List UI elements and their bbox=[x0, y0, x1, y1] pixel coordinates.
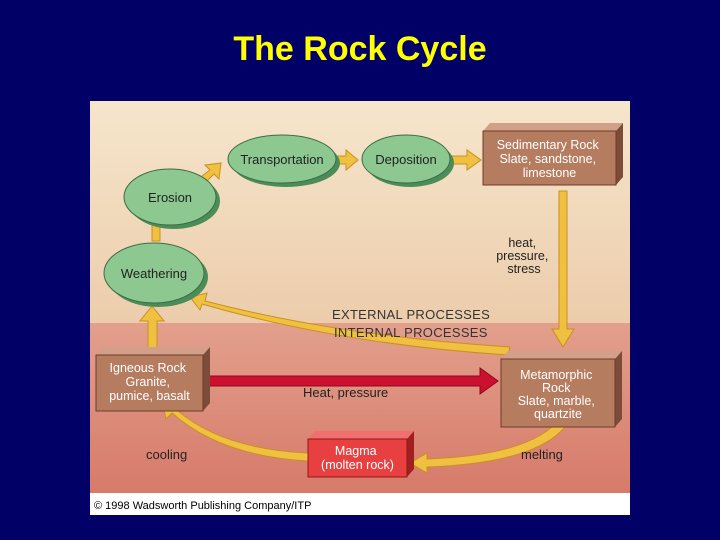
node-weathering: Weathering bbox=[103, 242, 208, 307]
svg-text:Magma (molten rock): Magma (molten rock) bbox=[321, 444, 394, 472]
label-melting: melting bbox=[521, 447, 563, 462]
igneous-title: Igneous Rock bbox=[110, 361, 187, 375]
metamorphic-line2: Rock bbox=[542, 381, 571, 395]
sedimentary-line3: limestone bbox=[523, 166, 577, 180]
rock-cycle-diagram: Transportation Deposition Erosion Weathe… bbox=[90, 101, 630, 515]
node-transportation-label: Transportation bbox=[240, 152, 323, 167]
node-transportation: Transportation bbox=[227, 134, 340, 187]
node-deposition: Deposition bbox=[361, 134, 454, 187]
node-igneous: Igneous Rock Granite, pumice, basalt bbox=[95, 347, 210, 412]
magma-line2: (molten rock) bbox=[321, 458, 394, 472]
igneous-line3: pumice, basalt bbox=[109, 389, 190, 403]
label-heat-pressure: Heat, pressure bbox=[303, 385, 388, 400]
label-cooling: cooling bbox=[146, 447, 187, 462]
arrow-sedimentary-metamorphic bbox=[551, 190, 575, 348]
arrow-metamorphic-magma bbox=[409, 416, 569, 474]
label-external-processes: EXTERNAL PROCESSES bbox=[332, 307, 490, 322]
metamorphic-title: Metamorphic bbox=[520, 368, 592, 382]
label-stress: stress bbox=[507, 262, 540, 276]
node-weathering-label: Weathering bbox=[121, 266, 187, 281]
magma-title: Magma bbox=[335, 444, 377, 458]
node-deposition-label: Deposition bbox=[375, 152, 436, 167]
copyright-strip bbox=[90, 493, 630, 515]
node-erosion-label: Erosion bbox=[148, 190, 192, 205]
node-sedimentary: Sedimentary Rock Slate, sandstone, limes… bbox=[482, 123, 623, 186]
sedimentary-line2: Slate, sandstone, bbox=[499, 152, 596, 166]
node-magma: Magma (molten rock) bbox=[307, 431, 414, 478]
metamorphic-line4: quartzite bbox=[534, 407, 582, 421]
metamorphic-line3: Slate, marble, bbox=[518, 394, 595, 408]
label-internal-processes: INTERNAL PROCESSES bbox=[334, 325, 488, 340]
svg-text:Igneous Rock Granite,: Igneous Rock Granite, pumice, basalt bbox=[109, 361, 190, 403]
svg-text:heat, pressure, stress: heat, pressure, stress bbox=[496, 236, 552, 276]
igneous-line2: Granite, bbox=[126, 375, 170, 389]
arrow-igneous-metamorphic bbox=[201, 367, 499, 395]
node-metamorphic: Metamorphic Rock Slate, marble, quartzit… bbox=[500, 351, 622, 428]
svg-text:Metamorphic Rock S: Metamorphic Rock Slate, marble, quartzit… bbox=[518, 368, 599, 421]
arrow-metamorphic-weathering bbox=[189, 292, 511, 356]
label-pressure: pressure, bbox=[496, 249, 548, 263]
sedimentary-title: Sedimentary Rock bbox=[497, 138, 600, 152]
label-heat: heat, bbox=[508, 236, 536, 250]
node-erosion: Erosion bbox=[123, 168, 220, 229]
svg-text:Sedimentary Rock Slate,: Sedimentary Rock Slate, sandstone, limes… bbox=[497, 138, 603, 180]
slide-title: The Rock Cycle bbox=[233, 30, 487, 68]
copyright-text: © 1998 Wadsworth Publishing Company/ITP bbox=[94, 500, 311, 512]
